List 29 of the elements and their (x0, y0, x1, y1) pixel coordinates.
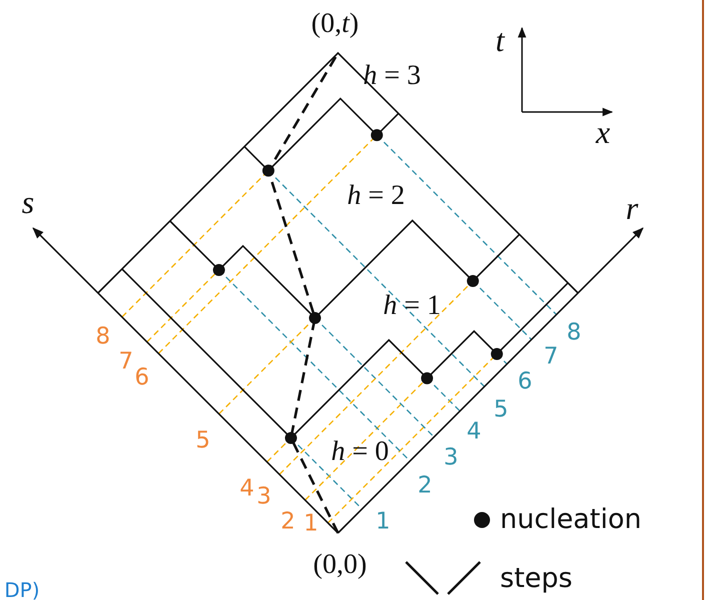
height-label: h = 1 (383, 292, 441, 320)
index-number: 5 (494, 398, 508, 422)
height-label: h = 2 (347, 182, 405, 210)
index-number: 1 (376, 510, 390, 534)
index-number: 7 (544, 346, 558, 368)
index-number: 2 (418, 474, 432, 498)
point-label: (0,0) (313, 551, 367, 579)
index-number: 3 (444, 446, 458, 470)
index-number: 7 (118, 350, 134, 374)
legend-text: steps (500, 562, 572, 594)
height-label: h = 3 (363, 62, 421, 90)
axis-label: t (496, 24, 504, 56)
index-number: 1 (304, 512, 318, 536)
caption-fragment: DP) (4, 580, 40, 600)
index-number: 3 (256, 486, 272, 508)
index-number: 4 (240, 478, 254, 500)
axis-label: r (626, 192, 638, 224)
index-number: 4 (466, 420, 482, 444)
axis-label: x (596, 116, 610, 148)
index-number: 6 (134, 366, 150, 390)
axis-label: s (22, 186, 34, 218)
index-number: 5 (196, 430, 210, 452)
point-label: (0,t) (311, 10, 359, 38)
index-number: 8 (96, 326, 110, 348)
index-number: 8 (566, 322, 582, 344)
index-number: 6 (518, 370, 532, 394)
height-label: h = 0 (331, 438, 389, 466)
legend-text: nucleation (500, 504, 642, 535)
index-number: 2 (280, 510, 296, 534)
